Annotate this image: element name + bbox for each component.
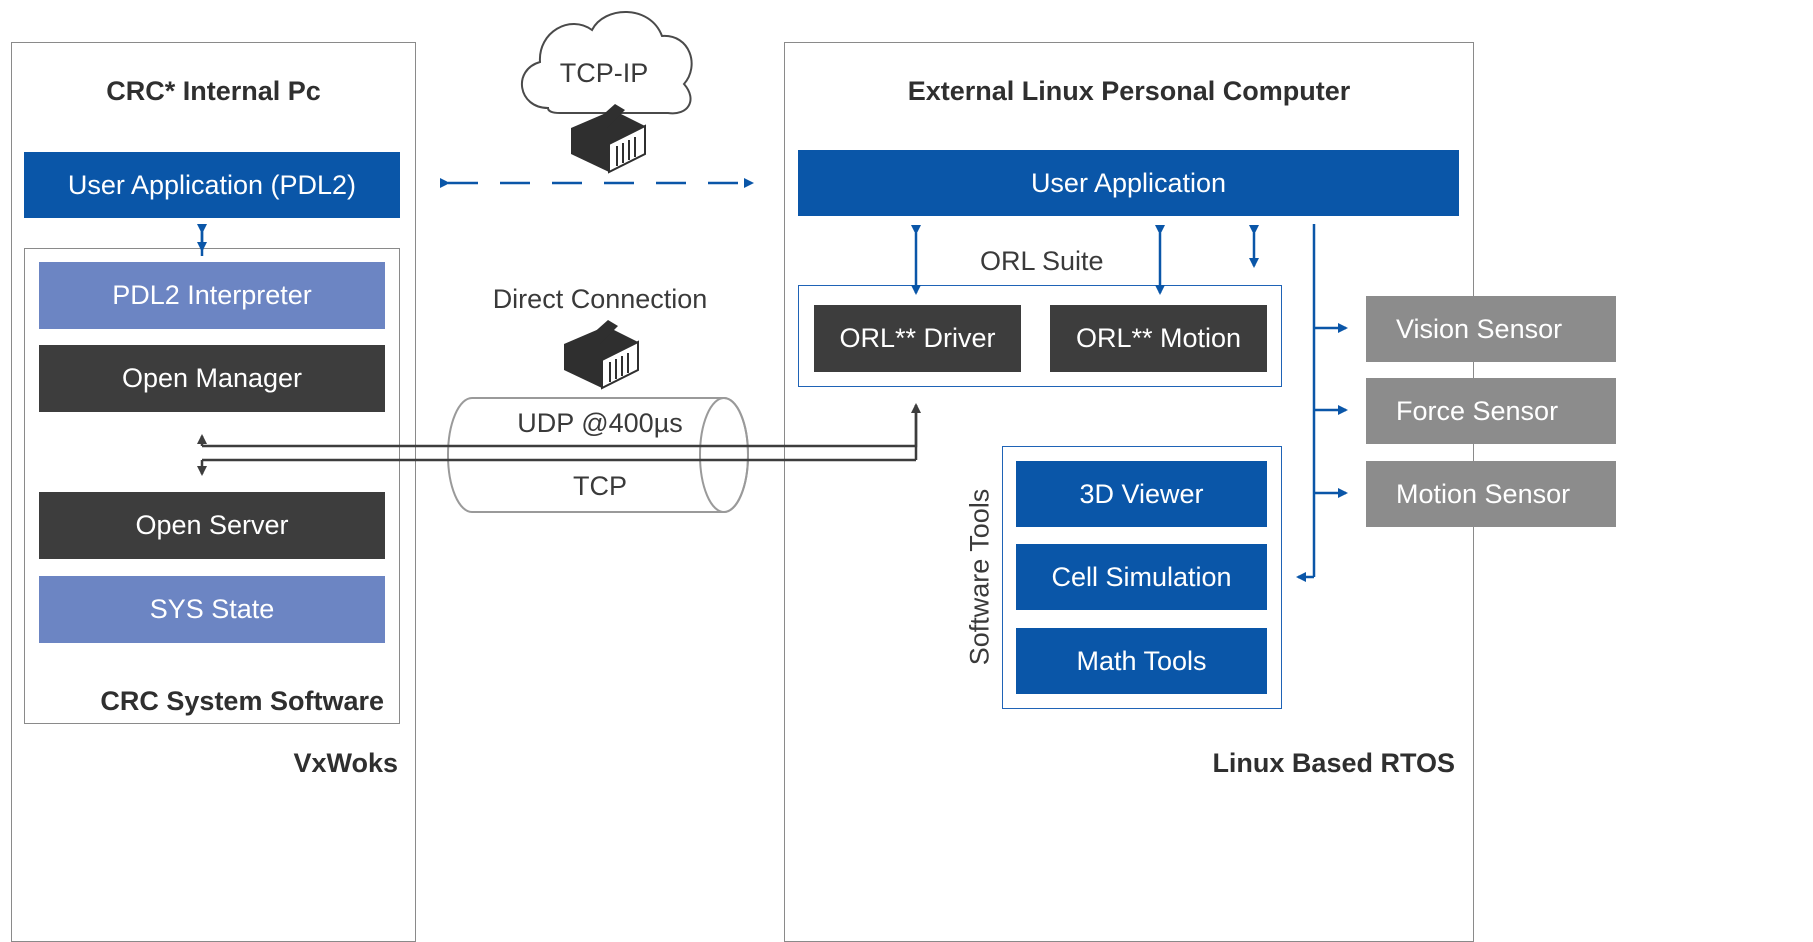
orl-suite-label: ORL Suite <box>980 246 1104 276</box>
sys-state-box[interactable]: SYS State <box>39 576 385 643</box>
crc-internal-pc-title: CRC* Internal Pc <box>106 76 321 106</box>
vision-sensor-box[interactable]: Vision Sensor <box>1366 296 1616 362</box>
cell-simulation-box[interactable]: Cell Simulation <box>1016 544 1267 610</box>
open-server-box[interactable]: Open Server <box>39 492 385 559</box>
math-tools-box[interactable]: Math Tools <box>1016 628 1267 694</box>
sensor-bus-arrows <box>1296 224 1348 582</box>
connector-layer: TCP-IP Direct Connection UDP @400µs TCP <box>197 11 1348 582</box>
udp-label: UDP @400µs <box>517 408 683 438</box>
orl-suite-frame <box>798 285 1282 387</box>
connection-cylinder <box>447 397 749 513</box>
tcp-label: TCP <box>573 471 627 501</box>
user-application-pdl2-box[interactable]: User Application (PDL2) <box>24 152 400 218</box>
ethernet-plug-icon <box>564 320 639 390</box>
external-linux-pc-title: External Linux Personal Computer <box>907 76 1351 106</box>
software-tools-frame <box>1002 446 1282 709</box>
orl-driver-box[interactable]: ORL** Driver <box>814 305 1021 372</box>
tcp-ip-label: TCP-IP <box>560 58 649 88</box>
vxwoks-label: VxWoks <box>293 748 398 778</box>
pdl2-interpreter-box[interactable]: PDL2 Interpreter <box>39 262 385 329</box>
force-sensor-box[interactable]: Force Sensor <box>1366 378 1616 444</box>
crc-system-software-label: CRC System Software <box>100 686 384 716</box>
direct-connection-label: Direct Connection <box>493 284 708 314</box>
ethernet-plug-icon <box>571 104 646 174</box>
3d-viewer-box[interactable]: 3D Viewer <box>1016 461 1267 527</box>
udp-connection-line <box>197 403 921 476</box>
orl-motion-box[interactable]: ORL** Motion <box>1050 305 1267 372</box>
user-application-box[interactable]: User Application <box>798 150 1459 216</box>
linux-based-rtos-label: Linux Based RTOS <box>1212 748 1455 778</box>
crc-system-software-frame <box>24 248 400 724</box>
open-manager-box[interactable]: Open Manager <box>39 345 385 412</box>
motion-sensor-box[interactable]: Motion Sensor <box>1366 461 1616 527</box>
orl-link-arrows <box>911 225 1259 295</box>
cloud-icon <box>521 11 693 115</box>
